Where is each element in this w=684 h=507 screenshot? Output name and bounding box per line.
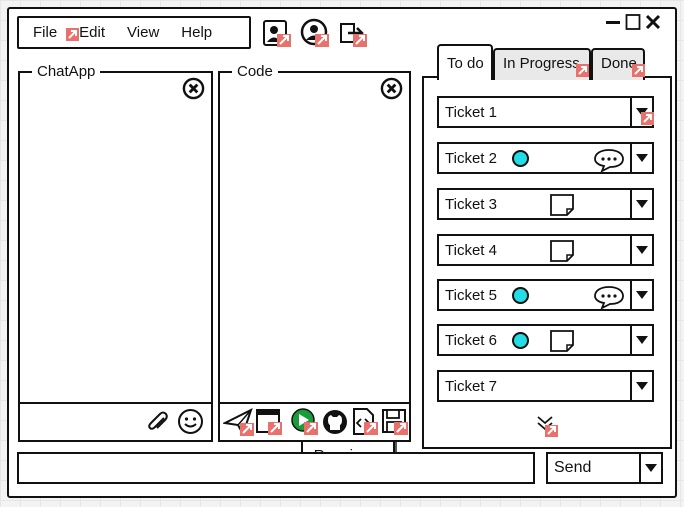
menu-file[interactable]: File <box>33 24 58 41</box>
play-icon[interactable] <box>290 407 320 437</box>
todo-panel: Ticket 1 Ticket 2 Ticket 3 Ticket 4 <box>422 76 672 449</box>
chevron-down-icon <box>636 336 648 344</box>
minimize-icon[interactable] <box>605 13 621 31</box>
ticket-2[interactable]: Ticket 2 <box>437 142 654 174</box>
tab-in-progress[interactable]: In Progress <box>493 48 591 80</box>
chat-footer <box>20 402 211 440</box>
tab-todo[interactable]: To do <box>437 44 493 80</box>
close-icon[interactable] <box>645 13 661 31</box>
send-icon[interactable] <box>223 407 255 437</box>
ticket-7[interactable]: Ticket 7 <box>437 370 654 402</box>
chevron-down-icon <box>636 382 648 390</box>
ticket-label: Ticket 5 <box>445 286 497 304</box>
menu-view[interactable]: View <box>127 24 160 41</box>
chevron-down-icon <box>636 246 648 254</box>
menu-help[interactable]: Help <box>181 24 213 41</box>
ticket-dropdown[interactable] <box>630 281 652 309</box>
ticket-dropdown[interactable] <box>630 144 652 172</box>
chevron-down-icon <box>636 154 648 162</box>
code-file-icon[interactable] <box>350 407 380 437</box>
ticket-dropdown[interactable] <box>630 190 652 218</box>
ticket-4[interactable]: Ticket 4 <box>437 234 654 266</box>
link-arrow-icon <box>632 64 645 77</box>
chevron-down-icon <box>645 464 657 472</box>
ticket-label: Ticket 7 <box>445 377 497 395</box>
ticket-label: Ticket 3 <box>445 195 497 213</box>
ticket-label: Ticket 2 <box>445 149 497 167</box>
export-icon[interactable] <box>338 18 368 48</box>
ticket-3[interactable]: Ticket 3 <box>437 188 654 220</box>
note-icon[interactable] <box>549 329 575 353</box>
close-code-icon[interactable] <box>380 77 403 100</box>
close-chat-icon[interactable] <box>182 77 205 100</box>
ticket-dropdown[interactable] <box>630 326 652 354</box>
tab-done-label: Done <box>601 55 637 72</box>
ticket-label: Ticket 6 <box>445 331 497 349</box>
ticket-dropdown[interactable] <box>630 372 652 400</box>
ticket-label: Ticket 1 <box>445 103 497 121</box>
link-arrow-icon <box>641 112 654 125</box>
toolbar <box>262 18 368 48</box>
paperclip-icon[interactable] <box>145 409 171 435</box>
comment-icon[interactable] <box>593 285 625 309</box>
user-circle-icon[interactable] <box>300 18 330 48</box>
status-dot <box>512 332 529 349</box>
ticket-dropdown[interactable] <box>630 236 652 264</box>
note-icon[interactable] <box>549 239 575 263</box>
menu-edit[interactable]: Edit <box>79 24 106 41</box>
message-input[interactable] <box>17 452 535 484</box>
maximize-icon[interactable] <box>625 13 641 31</box>
ticket-label: Ticket 4 <box>445 241 497 259</box>
chat-panel: ChatApp <box>18 63 213 442</box>
main-window: File Edit View Help ChatApp <box>7 7 677 498</box>
terminal-icon[interactable] <box>254 407 284 437</box>
expand-more-icon[interactable] <box>535 413 561 439</box>
ticket-6[interactable]: Ticket 6 <box>437 324 654 356</box>
status-dot <box>512 150 529 167</box>
link-arrow-icon <box>66 28 79 41</box>
window-controls <box>605 13 661 31</box>
tab-todo-label: To do <box>447 55 484 72</box>
code-panel-title: Code <box>232 63 278 81</box>
ticket-1[interactable]: Ticket 1 <box>437 96 654 128</box>
send-label: Send <box>554 459 592 476</box>
status-dot <box>512 287 529 304</box>
note-icon[interactable] <box>549 193 575 217</box>
save-icon[interactable] <box>380 407 410 437</box>
user-card-icon[interactable] <box>262 18 292 48</box>
link-arrow-icon <box>576 64 589 77</box>
menu-bar: File Edit View Help <box>17 16 251 49</box>
send-button[interactable]: Send <box>546 452 663 484</box>
chevron-down-icon <box>636 291 648 299</box>
tab-bar: To do In Progress Done <box>437 44 667 80</box>
chat-panel-title: ChatApp <box>32 63 101 81</box>
code-panel: Code <box>218 63 411 442</box>
smiley-icon[interactable] <box>177 408 204 435</box>
chevron-down-icon <box>636 200 648 208</box>
send-dropdown[interactable] <box>639 454 661 482</box>
comment-icon[interactable] <box>593 148 625 172</box>
tab-in-progress-label: In Progress <box>503 55 580 72</box>
code-footer <box>220 402 409 440</box>
github-icon[interactable] <box>321 408 349 436</box>
ticket-5[interactable]: Ticket 5 <box>437 279 654 311</box>
